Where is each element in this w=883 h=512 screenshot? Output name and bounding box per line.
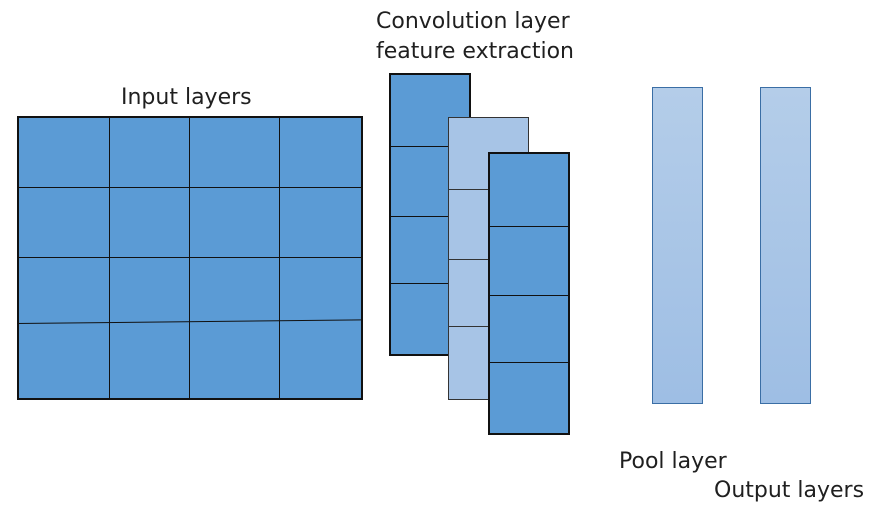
cell-divider [490, 226, 568, 227]
input-grid-border [17, 116, 363, 400]
output-layers-label: Output layers [714, 478, 865, 503]
output-layer-bar [760, 87, 811, 404]
input-grid [16, 116, 363, 400]
input-grid-fill [17, 116, 363, 400]
grid-divider [279, 116, 280, 400]
pool-layer-bar [652, 87, 703, 404]
cell-divider [391, 216, 469, 217]
input-layers-label: Input layers [121, 85, 252, 110]
pool-layer-label: Pool layer [619, 449, 727, 474]
grid-divider [109, 116, 110, 400]
grid-divider [17, 187, 363, 188]
grid-divider [189, 116, 190, 400]
feature-map-3 [488, 152, 570, 435]
cell-divider [391, 146, 469, 147]
grid-divider [17, 257, 363, 258]
feature-extraction-label: feature extraction [376, 39, 574, 64]
convolution-layer-label: Convolution layer [376, 9, 570, 34]
cell-divider [391, 283, 469, 284]
cell-divider [490, 362, 568, 363]
cell-divider [490, 295, 568, 296]
